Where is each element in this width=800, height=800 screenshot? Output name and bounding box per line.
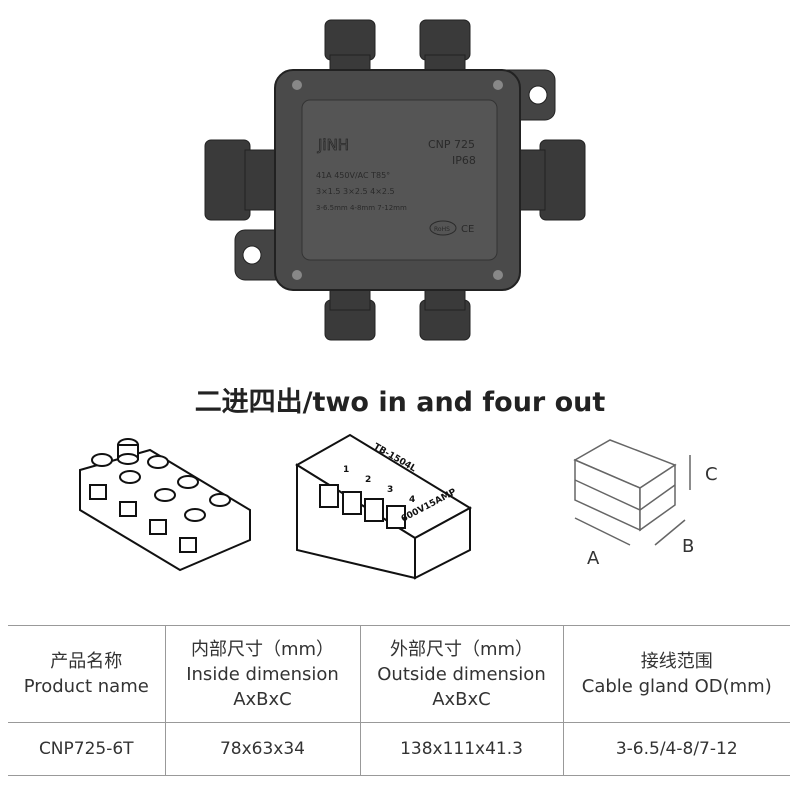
dimension-label-c: C	[705, 464, 718, 485]
dimension-diagram: C A B	[573, 439, 718, 569]
terminal-connector-image	[79, 438, 251, 572]
block-number: 2	[365, 475, 371, 485]
block-number: 4	[409, 495, 415, 505]
spec-line-3: 3-6.5mm 4-8mm 7-12mm	[316, 204, 407, 212]
table-row: CNP725-6T 78x63x34 138x111x41.3 3-6.5/4-…	[8, 722, 790, 776]
block-number: 1	[343, 465, 349, 475]
dimension-label-b: B	[682, 536, 694, 557]
spec-line-2: 3×1.5 3×2.5 4×2.5	[316, 187, 395, 196]
cell-product-name: CNP725-6T	[8, 722, 166, 776]
spec-line-1: 41A 450V/AC T85°	[316, 171, 390, 180]
cell-outside-dimension: 138x111x41.3	[359, 722, 564, 776]
page-title: 二进四出/two in and four out	[194, 387, 606, 418]
brand-logo: JiNH	[317, 136, 349, 154]
cell-cable-gland: 3-6.5/4-8/7-12	[562, 722, 790, 776]
terminal-block-image: TB-1504L 1 2 3 4 600V15AMP	[295, 433, 473, 580]
model-text: CNP 725	[428, 138, 475, 151]
ce-mark: CE	[461, 224, 474, 235]
rohs-mark: RoHS	[434, 226, 450, 233]
block-number: 3	[387, 485, 393, 495]
dimension-label-a: A	[587, 548, 600, 569]
rating-text: IP68	[452, 154, 476, 167]
cell-inside-dimension: 78x63x34	[164, 722, 361, 776]
junction-box-image: JiNH CNP 725 IP68 41A 450V/AC T85° 3×1.5…	[204, 19, 586, 341]
